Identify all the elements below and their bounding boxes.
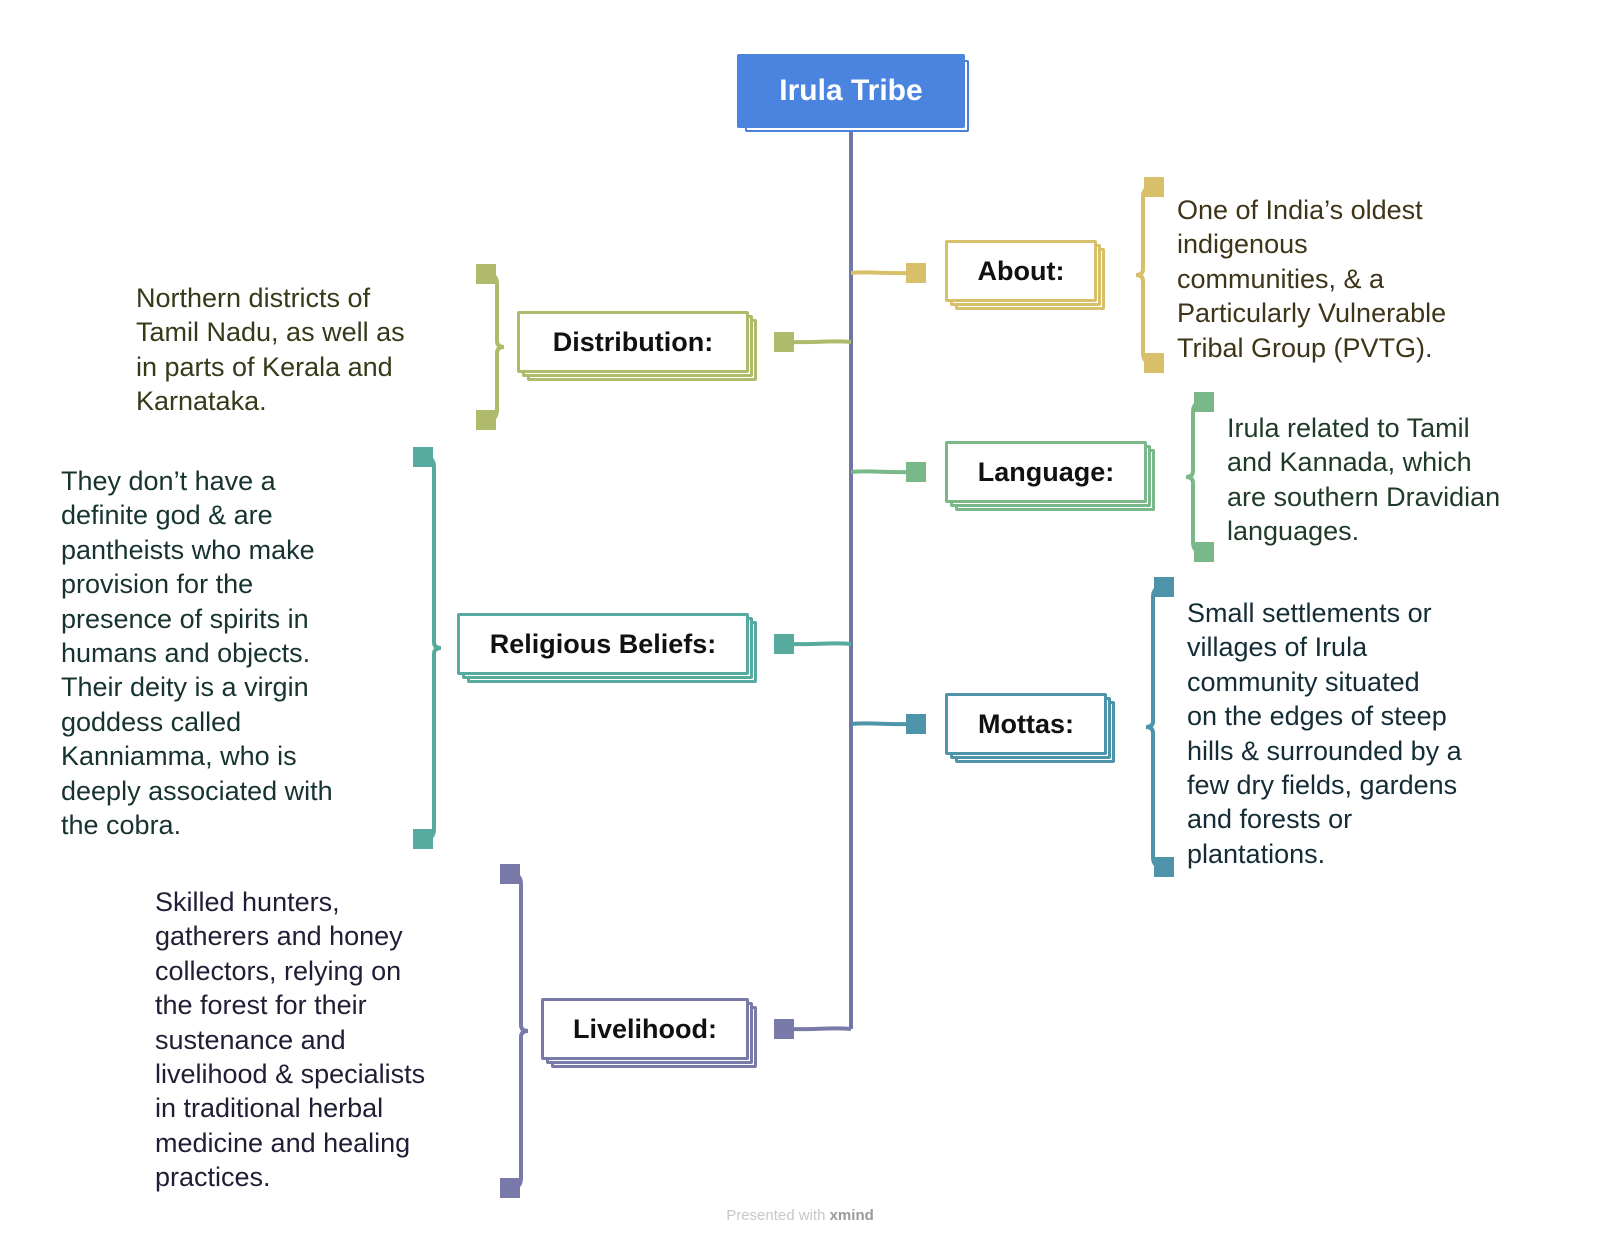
- branch-line-distribution: [784, 339, 852, 345]
- brace-cap-top-mottas: [1154, 577, 1174, 597]
- brace-religious: [423, 455, 442, 841]
- note-line: community situated: [1187, 666, 1420, 697]
- branch-square-religious: [774, 634, 794, 654]
- note-line: gatherers and honey: [155, 921, 403, 952]
- brace-cap-top-religious: [413, 447, 433, 467]
- branch-square-about: [906, 263, 926, 283]
- root-topic[interactable]: Irula Tribe: [737, 54, 969, 132]
- note-line: the forest for their: [155, 990, 367, 1021]
- note-line: Particularly Vulnerable: [1177, 298, 1447, 329]
- brace-livelihood: [510, 872, 529, 1190]
- note-line: deeply associated with: [61, 775, 333, 806]
- topic-livelihood-label: Livelihood:: [541, 998, 749, 1060]
- note-line: goddess called: [61, 706, 242, 737]
- brace-cap-top-language: [1194, 392, 1214, 412]
- note-line: presence of spirits in: [61, 603, 309, 634]
- root-topic-label: Irula Tribe: [737, 54, 965, 128]
- topic-about[interactable]: About:: [945, 240, 1105, 310]
- topic-religious-beliefs-label: Religious Beliefs:: [457, 613, 749, 675]
- note-line: practices.: [155, 1162, 271, 1193]
- note-line: indigenous: [1177, 229, 1308, 260]
- brace-cap-top-livelihood: [500, 864, 520, 884]
- topic-distribution-label: Distribution:: [517, 311, 749, 373]
- note-line: They don’t have a: [61, 466, 276, 496]
- brace-cap-bottom-religious: [413, 829, 433, 849]
- brace-cap-bottom-mottas: [1154, 857, 1174, 877]
- note-line: communities, & a: [1177, 263, 1385, 294]
- topic-about-label: About:: [945, 240, 1097, 302]
- note-line: humans and objects.: [61, 638, 311, 669]
- note-line: the cobra.: [61, 810, 182, 841]
- note-line: collectors, relying on: [155, 955, 402, 986]
- branch-line-mottas: [850, 721, 916, 727]
- branch-line-language: [850, 469, 916, 475]
- note-line: Karnataka.: [136, 386, 267, 417]
- brace-about: [1135, 185, 1154, 365]
- note-line: hills & surrounded by a: [1187, 735, 1462, 766]
- topic-mottas[interactable]: Mottas:: [945, 693, 1115, 763]
- note-line: languages.: [1227, 516, 1360, 547]
- branch-line-religious: [784, 641, 852, 647]
- note-line: are southern Dravidian: [1227, 481, 1501, 512]
- branch-line-livelihood: [784, 1026, 852, 1032]
- topic-religious-beliefs[interactable]: Religious Beliefs:: [457, 613, 757, 683]
- note-line: Skilled hunters,: [155, 887, 340, 917]
- brace-cap-top-distribution: [476, 264, 496, 284]
- note-line: Irula related to Tamil: [1227, 413, 1470, 443]
- note-line: Tamil Nadu, as well as: [136, 317, 405, 348]
- note-line: provision for the: [61, 569, 254, 600]
- note-line: and forests or: [1187, 804, 1353, 835]
- topic-distribution[interactable]: Distribution:: [517, 311, 757, 381]
- topic-language-label: Language:: [945, 441, 1147, 503]
- brace-cap-bottom-distribution: [476, 410, 496, 430]
- note-line: pantheists who make: [61, 534, 315, 565]
- note-line: on the edges of steep: [1187, 701, 1447, 732]
- brace-cap-bottom-livelihood: [500, 1178, 520, 1198]
- branch-line-about: [850, 270, 916, 276]
- footer-credit: Presented with xmind: [0, 1207, 1600, 1224]
- note-line: plantations.: [1187, 838, 1326, 869]
- brace-cap-bottom-language: [1194, 542, 1214, 562]
- brace-mottas: [1145, 585, 1164, 869]
- note-line: definite god & are: [61, 500, 273, 531]
- note-distribution: Northern districts of Tamil Nadu, as well…: [136, 281, 405, 419]
- note-line: Kanniamma, who is: [61, 741, 297, 772]
- topic-mottas-label: Mottas:: [945, 693, 1107, 755]
- branch-square-mottas: [906, 714, 926, 734]
- note-line: in parts of Kerala and: [136, 351, 393, 382]
- topic-language[interactable]: Language:: [945, 441, 1155, 511]
- note-line: sustenance and: [155, 1024, 346, 1055]
- brace-cap-top-about: [1144, 177, 1164, 197]
- note-line: One of India’s oldest: [1177, 195, 1423, 225]
- note-line: Northern districts of: [136, 283, 371, 313]
- brace-distribution: [486, 272, 505, 422]
- note-line: medicine and healing: [155, 1127, 411, 1158]
- note-line: Their deity is a virgin: [61, 672, 309, 703]
- footer-brand: xmind: [829, 1207, 874, 1224]
- branch-square-distribution: [774, 332, 794, 352]
- note-line: Small settlements or: [1187, 598, 1432, 628]
- topic-livelihood[interactable]: Livelihood:: [541, 998, 757, 1068]
- branch-square-livelihood: [774, 1019, 794, 1039]
- note-line: in traditional herbal: [155, 1093, 384, 1124]
- branch-square-language: [906, 462, 926, 482]
- brace-cap-bottom-about: [1144, 353, 1164, 373]
- brace-language: [1185, 400, 1204, 554]
- note-line: Tribal Group (PVTG).: [1177, 332, 1433, 363]
- note-language: Irula related to Tamil and Kannada, which…: [1227, 411, 1500, 549]
- note-line: and Kannada, which: [1227, 447, 1472, 478]
- note-line: few dry fields, gardens: [1187, 770, 1458, 801]
- note-line: villages of Irula: [1187, 632, 1368, 663]
- footer-prefix: Presented with: [726, 1207, 830, 1224]
- note-line: livelihood & specialists: [155, 1059, 426, 1090]
